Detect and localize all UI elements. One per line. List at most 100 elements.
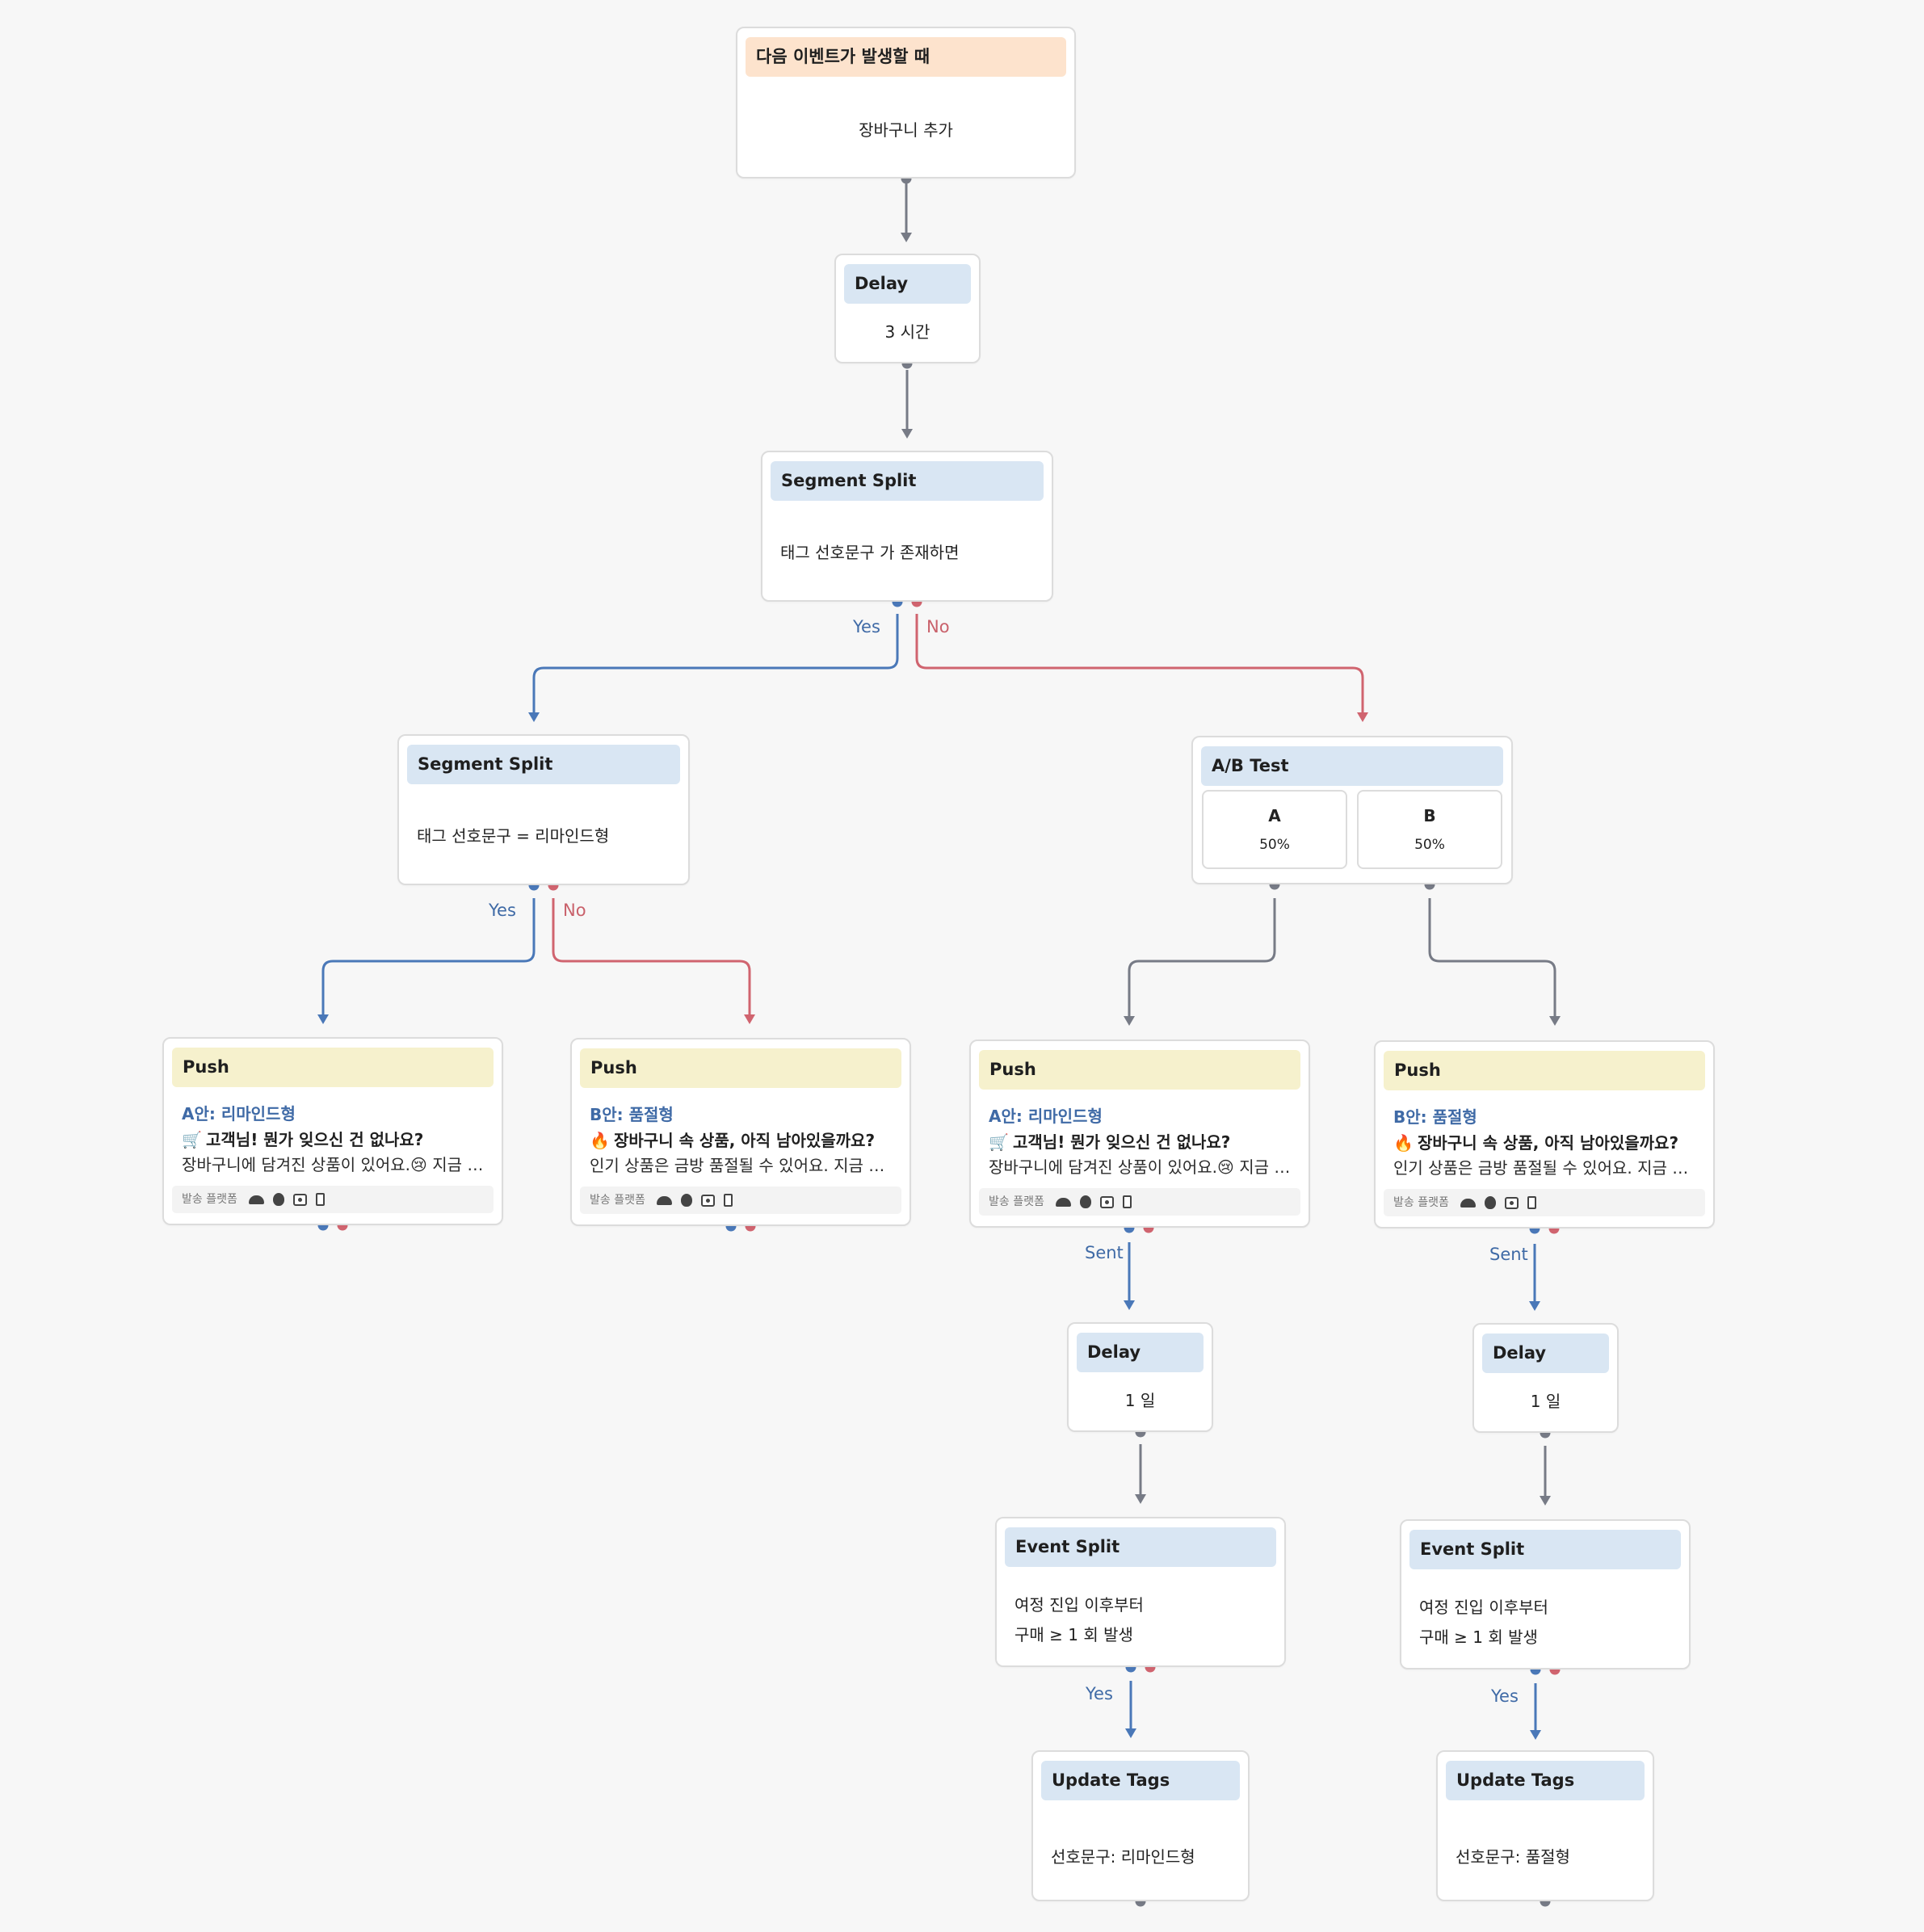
delay-header: Delay (1482, 1334, 1609, 1373)
yes-connector (321, 898, 536, 1019)
ab-variant-percent: 50% (1414, 837, 1445, 853)
ab-variant-label: B (1423, 806, 1436, 825)
delay-header: Delay (1077, 1333, 1204, 1372)
fire-emoji: 🔥 (590, 1131, 610, 1150)
push-node-1[interactable]: Push A안: 리마인드형 🛒고객님! 뭔가 잊으신 건 없나요? 장바구니에… (162, 1037, 503, 1225)
sent-arrow (1124, 1300, 1135, 1310)
event-split-b[interactable]: Event Split 여정 진입 이후부터 구매 ≥ 1 회 발생 (1400, 1519, 1691, 1670)
push-variant: A안: 리마인드형 (182, 1104, 296, 1124)
push-header: Push (580, 1048, 901, 1088)
yes-arrow (1125, 1728, 1136, 1738)
apple-icon (680, 1194, 692, 1207)
platform-bar: 발송 플랫폼 (979, 1188, 1300, 1216)
update-tags-b[interactable]: Update Tags 선호문구: 품절형 (1436, 1750, 1654, 1901)
web-icon (1099, 1195, 1114, 1208)
edge-label-yes: Yes (1491, 1686, 1519, 1706)
event-split-line2: 구매 ≥ 1 회 발생 (1015, 1625, 1133, 1644)
cart-emoji: 🛒 (989, 1132, 1009, 1152)
ab-variant-percent: 50% (1259, 837, 1290, 853)
platform-bar: 발송 플랫폼 (580, 1186, 901, 1214)
segment-header: Segment Split (771, 461, 1044, 501)
push-title-text: 고객님! 뭔가 잊으신 건 없나요? (1013, 1132, 1231, 1152)
event-split-line1: 여정 진입 이후부터 (1015, 1595, 1144, 1615)
push-variant: B안: 품절형 (590, 1105, 674, 1124)
push-title: 🛒고객님! 뭔가 잊으신 건 없나요? (989, 1129, 1230, 1153)
edge-label-sent: Sent (1489, 1245, 1528, 1264)
cart-emoji: 🛒 (182, 1130, 202, 1149)
segment-condition: 태그 선호문구 = 리마인드형 (417, 826, 610, 846)
apple-icon (1484, 1196, 1496, 1209)
push-header: Push (1384, 1051, 1705, 1090)
event-split-line1: 여정 진입 이후부터 (1419, 1598, 1548, 1617)
yes-arrow (528, 712, 540, 722)
mobile-icon (723, 1194, 733, 1207)
ab-test-header: A/B Test (1201, 746, 1503, 786)
delay-node-b[interactable]: Delay 1 일 (1472, 1323, 1619, 1433)
update-tags-header: Update Tags (1446, 1761, 1645, 1800)
segment-split-root[interactable]: Segment Split 태그 선호문구 가 존재하면 (761, 451, 1053, 602)
push-header: Push (172, 1048, 494, 1087)
push-message: 인기 상품은 금방 품절될 수 있어요. 지금 확인해 보세요 (1393, 1158, 1696, 1178)
yes-arrow (1530, 1730, 1541, 1740)
ab-variant-a[interactable]: A 50% (1202, 790, 1347, 869)
push-node-3[interactable]: Push A안: 리마인드형 🛒고객님! 뭔가 잊으신 건 없나요? 장바구니에… (969, 1040, 1310, 1228)
push-message: 장바구니에 담겨진 상품이 있어요.😢 지금 확인해 보세요 (182, 1155, 485, 1174)
update-tags-header: Update Tags (1041, 1761, 1240, 1800)
sent-arrow (1529, 1301, 1540, 1311)
trigger-node[interactable]: 다음 이벤트가 발생할 때 장바구니 추가 (736, 27, 1076, 178)
android-icon (656, 1195, 672, 1205)
update-tags-value: 선호문구: 리마인드형 (1051, 1847, 1195, 1867)
push-variant: B안: 품절형 (1393, 1107, 1477, 1127)
ab-test-node[interactable]: A/B Test A 50% B 50% (1191, 736, 1513, 884)
push-title: 🔥장바구니 속 상품, 아직 남아있을까요? (1393, 1130, 1678, 1153)
platform-label: 발송 플랫폼 (989, 1195, 1044, 1208)
segment-header: Segment Split (407, 745, 680, 784)
connector-arrow (1135, 1494, 1146, 1504)
ab-variant-label: A (1268, 806, 1281, 825)
push-node-4[interactable]: Push B안: 품절형 🔥장바구니 속 상품, 아직 남아있을까요? 인기 상… (1374, 1040, 1715, 1228)
update-tags-value: 선호문구: 품절형 (1456, 1847, 1570, 1867)
apple-icon (1079, 1195, 1091, 1208)
segment-condition: 태그 선호문구 가 존재하면 (780, 543, 960, 562)
connector-arrow (901, 233, 912, 242)
push-node-2[interactable]: Push B안: 품절형 🔥장바구니 속 상품, 아직 남아있을까요? 인기 상… (570, 1038, 911, 1226)
event-split-header: Event Split (1005, 1527, 1276, 1567)
push-title-text: 고객님! 뭔가 잊으신 건 없나요? (206, 1130, 424, 1149)
edge-label-no: No (926, 617, 950, 636)
platform-bar: 발송 플랫폼 (172, 1186, 494, 1213)
edge-label-sent: Sent (1085, 1243, 1124, 1262)
edge-label-yes: Yes (1086, 1684, 1113, 1703)
trigger-header: 다음 이벤트가 발생할 때 (746, 37, 1066, 77)
no-connector (915, 614, 1364, 717)
delay-node-top[interactable]: Delay 3 시간 (834, 254, 981, 363)
event-split-a[interactable]: Event Split 여정 진입 이후부터 구매 ≥ 1 회 발생 (995, 1517, 1286, 1667)
no-arrow (744, 1014, 755, 1024)
update-tags-a[interactable]: Update Tags 선호문구: 리마인드형 (1031, 1750, 1250, 1901)
delay-node-a[interactable]: Delay 1 일 (1067, 1322, 1213, 1432)
event-split-condition: 여정 진입 이후부터 구매 ≥ 1 회 발생 (1419, 1594, 1678, 1648)
push-header: Push (979, 1050, 1300, 1090)
android-icon (1055, 1197, 1071, 1207)
edge-label-yes: Yes (853, 617, 880, 636)
web-icon (700, 1194, 715, 1207)
push-title: 🔥장바구니 속 상품, 아직 남아있을까요? (590, 1128, 875, 1151)
mobile-icon (1122, 1195, 1132, 1208)
push-title: 🛒고객님! 뭔가 잊으신 건 없나요? (182, 1127, 423, 1150)
mobile-icon (315, 1193, 325, 1206)
push-title-text: 장바구니 속 상품, 아직 남아있을까요? (1418, 1133, 1679, 1153)
android-icon (248, 1195, 264, 1204)
event-split-line2: 구매 ≥ 1 회 발생 (1419, 1628, 1538, 1647)
no-connector (552, 898, 751, 1019)
ab-variant-b[interactable]: B 50% (1357, 790, 1502, 869)
push-variant: A안: 리마인드형 (989, 1107, 1103, 1126)
mobile-icon (1527, 1196, 1536, 1209)
variant-a-arrow (1124, 1016, 1135, 1026)
platform-label: 발송 플랫폼 (182, 1193, 237, 1206)
web-icon (292, 1193, 307, 1206)
platform-label: 발송 플랫폼 (1393, 1196, 1449, 1209)
segment-split-left[interactable]: Segment Split 태그 선호문구 = 리마인드형 (397, 734, 690, 885)
variant-b-connector (1428, 898, 1556, 1021)
edge-label-no: No (563, 901, 586, 920)
web-icon (1504, 1196, 1519, 1209)
